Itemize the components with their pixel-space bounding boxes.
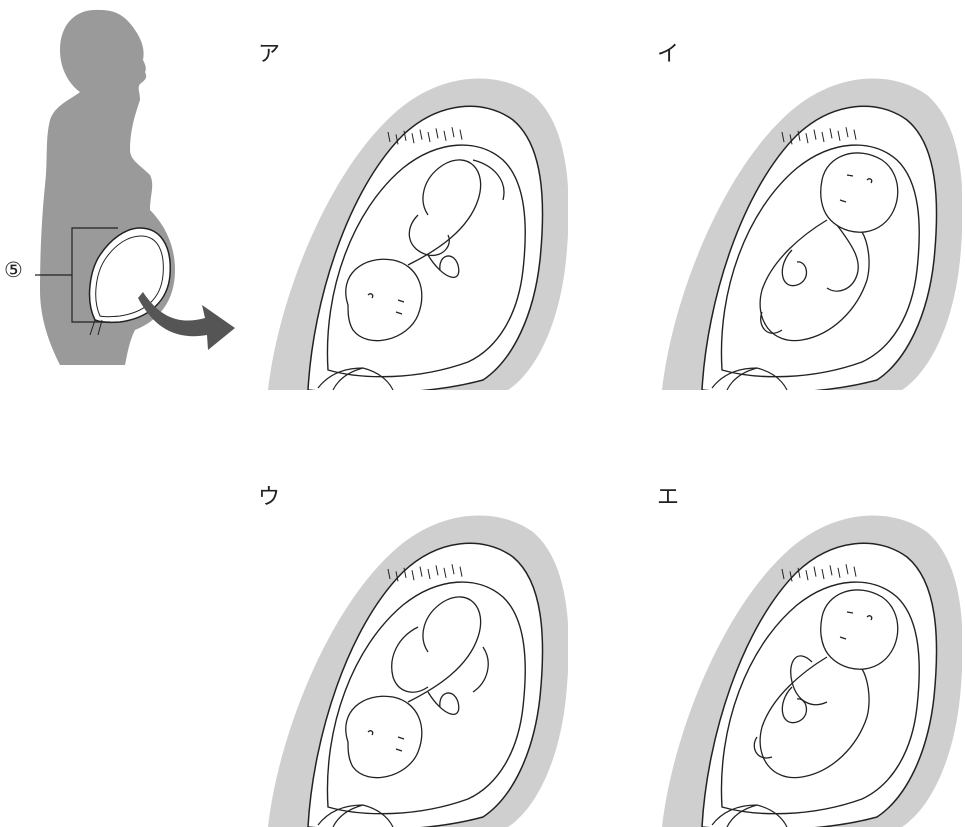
fetus-panel-e <box>662 487 962 827</box>
uterus-cavity <box>308 543 543 827</box>
fetus-panel-i <box>662 50 962 390</box>
uterus-cavity <box>702 543 937 827</box>
pregnant-woman-silhouette <box>0 0 245 370</box>
fetus-panel-u <box>268 487 568 827</box>
fetus-panel-a <box>268 50 568 390</box>
marker-label: ⑤ <box>4 260 23 281</box>
uterus-cavity <box>702 106 937 390</box>
uterus-cavity <box>308 106 543 390</box>
